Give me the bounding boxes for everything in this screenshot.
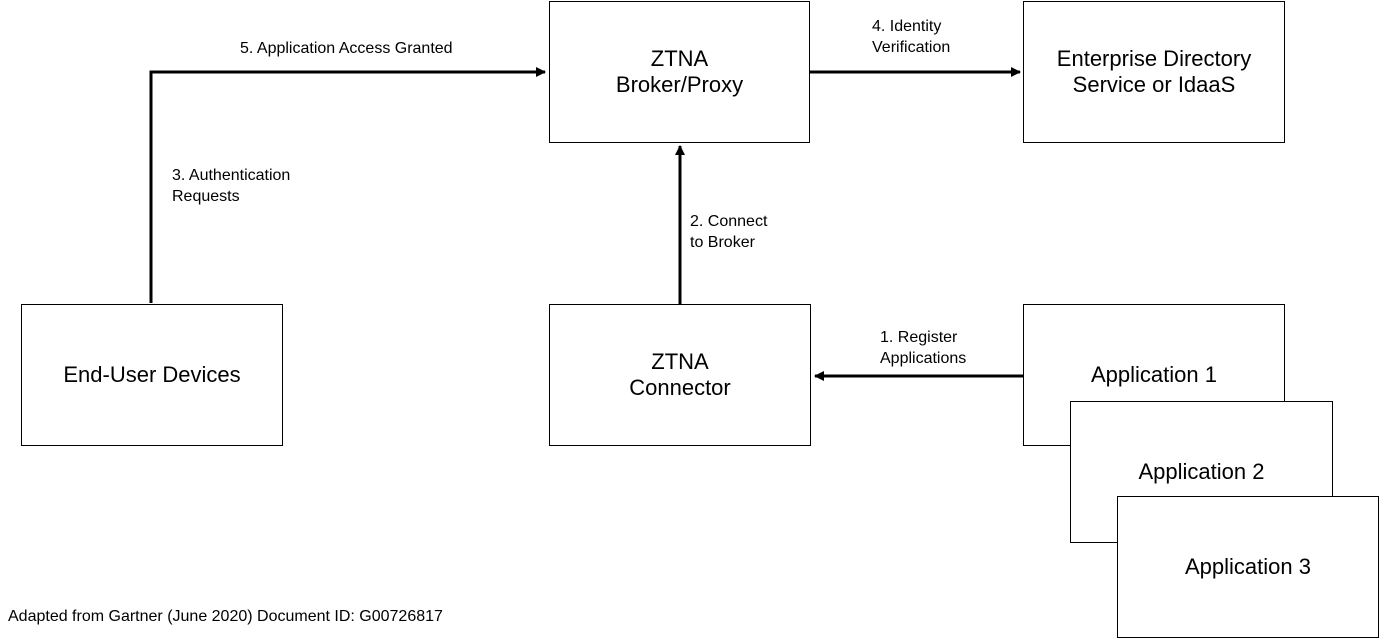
enterprise-directory-label: Enterprise Directory Service or IdaaS [1056,46,1252,97]
application-3-box: Application 3 [1117,496,1379,638]
label-identity-verification: 4. Identity Verification [872,18,951,56]
end-user-devices-box: End-User Devices [21,304,283,446]
label-application-access-granted: 5. Application Access Granted [240,40,453,57]
application-1-box: Application 1 [1023,304,1285,446]
ztna-connector-label: ZTNA Connector [629,349,731,400]
end-user-devices-label: End-User Devices [63,362,241,387]
label-authentication-requests: 3. Authentication Requests [172,167,291,205]
application-1-label: Application 1 [1091,362,1217,387]
label-connect-to-broker: 2. Connect to Broker [690,213,768,251]
label-register-applications: 1. Register Applications [880,329,967,367]
ztna-connector-box: ZTNA Connector [549,304,811,446]
edge-application-access-granted [149,67,546,303]
ztna-broker-proxy-box: ZTNA Broker/Proxy [549,1,810,143]
source-caption: Adapted from Gartner (June 2020) Documen… [8,608,443,625]
ztna-broker-proxy-label: ZTNA Broker/Proxy [615,46,744,97]
application-2-label: Application 2 [1138,459,1265,484]
application-3-label: Application 3 [1185,554,1311,579]
enterprise-directory-box: Enterprise Directory Service or IdaaS [1023,1,1285,143]
